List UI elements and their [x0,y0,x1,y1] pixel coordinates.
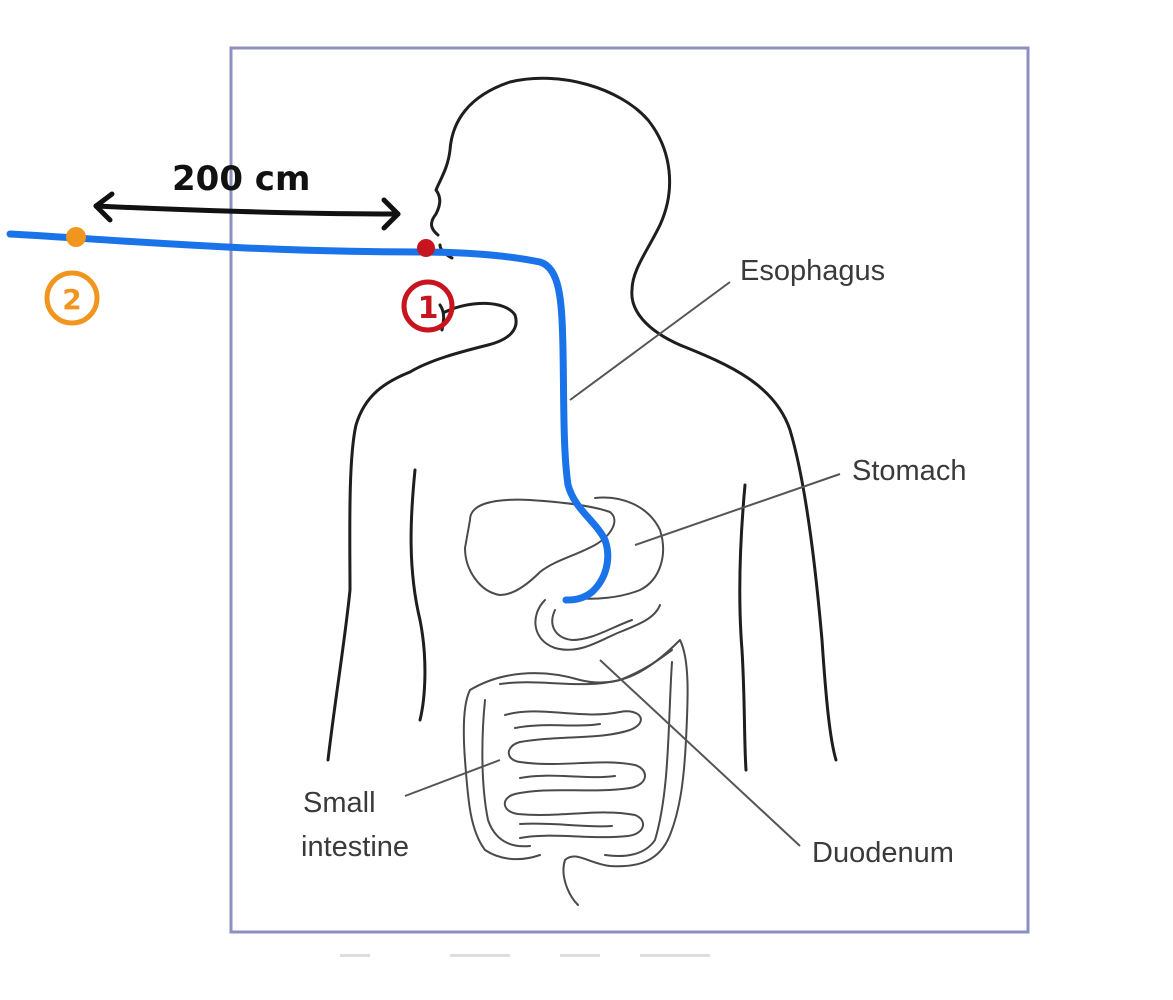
point-1-label: 1 [418,291,439,326]
label-stomach: Stomach [852,455,966,487]
leader-small-intestine [404,759,501,797]
distance-label: 200 cm [172,159,310,199]
small-intestine-loops [503,710,646,839]
label-small-intestine-line2: intestine [301,831,409,863]
arrow-right-head [381,197,401,231]
right-arm-inner [738,483,748,772]
small-intestine-folds [514,723,616,828]
arrow-shaft [93,203,401,217]
stomach-shape [574,496,665,600]
arrow-left-head [93,191,115,223]
label-esophagus: Esophagus [740,255,885,287]
label-duodenum: Duodenum [812,837,954,869]
caption-residue [340,954,710,957]
neck-outline [326,301,518,762]
duodenum-inner [551,609,633,641]
organs [462,496,689,906]
leader-stomach [634,473,841,546]
point-2-label: 2 [62,283,81,316]
leader-esophagus [569,281,731,401]
figure-frame [229,46,1030,934]
point-1-circle [401,279,455,333]
leader-duodenum [599,659,801,847]
left-arm-inner [409,468,427,722]
large-intestine [462,639,689,906]
duodenum-curve [534,599,661,651]
distance-arrow [93,191,401,231]
point-2-circle [44,270,100,326]
point-2-marker [66,227,86,247]
point-1-marker [417,239,435,257]
liver-shape [464,498,616,596]
large-intestine-inner [481,649,673,858]
leader-lines [404,281,841,847]
feeding-tube [6,230,612,604]
label-small-intestine-line1: Small [303,787,376,819]
